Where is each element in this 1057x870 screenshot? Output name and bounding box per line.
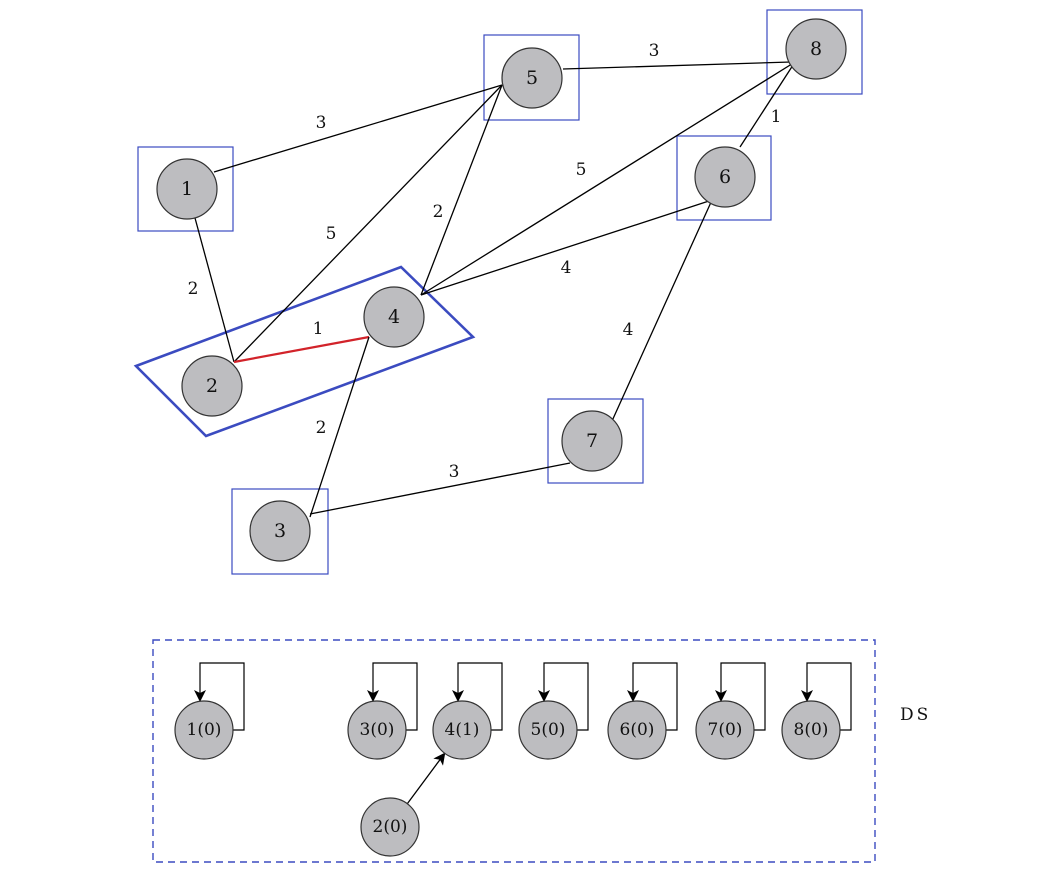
graph-node-5: 5	[501, 47, 563, 109]
graph-node-6: 6	[694, 146, 756, 208]
ds-node-label-2: 2(0)	[373, 817, 408, 837]
ds-node-circle-2	[360, 797, 420, 857]
ds-node-label-5: 5(0)	[531, 720, 566, 740]
ds-node-circle-3	[347, 700, 407, 760]
edge-weights: 3 2 5 1 2 5 4 2 3 1 4 3	[188, 41, 782, 482]
ds-node-label-6: 6(0)	[620, 720, 655, 740]
ds-node-6: 6(0)	[607, 700, 667, 760]
edge-weight-4-5: 2	[433, 202, 444, 222]
edge-4-6	[420, 199, 713, 296]
ds-frame	[152, 639, 876, 863]
ds-node-5: 5(0)	[518, 700, 578, 760]
set-border-5	[483, 34, 580, 121]
node-label-1: 1	[181, 178, 193, 200]
ds-node-circle-5	[518, 700, 578, 760]
set-border-6	[676, 135, 772, 221]
edge-6-7	[611, 199, 713, 422]
ds-self-loop-5	[538, 662, 589, 731]
node-label-5: 5	[526, 67, 538, 89]
ds-node-label-3: 3(0)	[360, 720, 395, 740]
edge-weight-3-7: 3	[449, 462, 460, 482]
node-label-4: 4	[388, 306, 400, 328]
graph-node-1: 1	[156, 158, 218, 220]
edge-weight-4-6: 4	[561, 258, 572, 278]
node-circle-7	[561, 410, 623, 472]
edge-3-7	[309, 462, 571, 515]
node-label-7: 7	[586, 430, 598, 452]
edge-weight-4-8: 5	[576, 160, 587, 180]
edge-4-8	[420, 61, 796, 296]
edge-weight-6-7: 4	[623, 320, 634, 340]
set-border-8	[766, 9, 863, 95]
ds-node-circle-1	[174, 700, 234, 760]
node-label-2: 2	[206, 375, 218, 397]
ds-title: DS	[900, 705, 931, 725]
edge-2-5	[233, 84, 503, 363]
ds-node-circle-8	[781, 700, 841, 760]
edge-5-8	[562, 61, 792, 70]
edge-weight-8-6: 1	[771, 107, 782, 127]
graph-node-8: 8	[785, 18, 847, 80]
ds-nodes: 1(0) 3(0) 4(1) 5(0) 6(0) 7(0) 8(0) 2(0)	[174, 700, 841, 857]
ds-node-circle-4	[432, 700, 492, 760]
ds-node-label-1: 1(0)	[187, 720, 222, 740]
ds-node-7: 7(0)	[695, 700, 755, 760]
node-label-8: 8	[810, 38, 822, 60]
ds-node-8: 8(0)	[781, 700, 841, 760]
edge-2-4	[233, 335, 370, 364]
node-circle-4	[363, 286, 425, 348]
ds-node-circle-6	[607, 700, 667, 760]
set-borders	[133, 9, 863, 575]
edge-1-5	[213, 84, 503, 173]
node-label-3: 3	[274, 520, 286, 542]
ds-node-2: 2(0)	[360, 797, 420, 857]
set-border-7	[547, 398, 644, 484]
node-circle-3	[249, 500, 311, 562]
graph-edges	[194, 61, 796, 518]
ds-self-loop-6	[627, 662, 678, 731]
node-circle-2	[181, 355, 243, 417]
edge-4-5	[420, 84, 503, 296]
graph-node-2: 2	[181, 355, 243, 417]
set-border-2-4	[133, 265, 476, 438]
node-label-6: 6	[719, 166, 731, 188]
edge-weight-5-8: 3	[649, 41, 660, 61]
ds-node-1: 1(0)	[174, 700, 234, 760]
edge-weight-1-5: 3	[316, 113, 327, 133]
ds-node-label-8: 8(0)	[794, 720, 829, 740]
edge-weight-2-4: 1	[313, 319, 324, 339]
graph-node-4: 4	[363, 286, 425, 348]
graph-node-7: 7	[561, 410, 623, 472]
edge-4-3	[309, 336, 370, 518]
ds-self-loop-4	[452, 662, 503, 731]
ds-parent-link-2-4	[406, 752, 446, 805]
node-circle-5	[501, 47, 563, 109]
edge-1-2	[194, 217, 235, 363]
node-circle-8	[785, 18, 847, 80]
ds-self-loop-8	[801, 662, 852, 731]
edge-8-6	[739, 61, 796, 148]
ds-self-loop-3	[367, 662, 418, 731]
ds-node-4: 4(1)	[432, 700, 492, 760]
node-circle-1	[156, 158, 218, 220]
graph-node-3: 3	[249, 500, 311, 562]
ds-node-3: 3(0)	[347, 700, 407, 760]
set-border-3	[231, 488, 329, 575]
edge-weight-2-5: 5	[326, 224, 337, 244]
ds-self-loop-7	[715, 662, 766, 731]
edge-weight-1-2: 2	[188, 279, 199, 299]
edge-weight-4-3: 2	[316, 418, 327, 438]
ds-node-label-4: 4(1)	[445, 720, 480, 740]
ds-self-loop-1	[194, 662, 245, 731]
ds-node-circle-7	[695, 700, 755, 760]
ds-links	[194, 662, 852, 805]
node-circle-6	[694, 146, 756, 208]
set-border-1	[137, 146, 234, 232]
graph-nodes: 1 2 3 4 5 6 7 8	[156, 18, 847, 562]
ds-node-label-7: 7(0)	[708, 720, 743, 740]
